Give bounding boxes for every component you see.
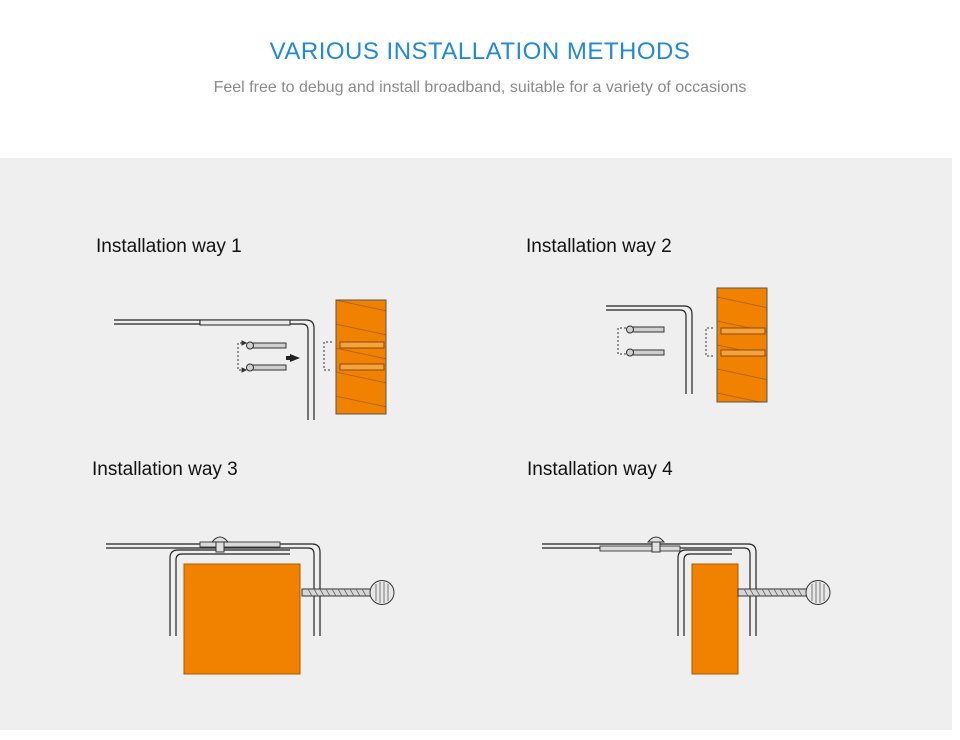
- way-3-top-screw: [210, 536, 230, 553]
- way-1-strip: [199, 319, 291, 326]
- way-2-diagram: [606, 287, 768, 403]
- way-4-side-bolt: [737, 580, 831, 605]
- way-1-screws: [246, 341, 287, 372]
- way-3-wood-block: [183, 563, 301, 675]
- way-4-top-screw: [646, 536, 666, 553]
- way-1-diagram: [114, 299, 387, 420]
- way-1-bracket-arrows: [237, 340, 248, 373]
- way-1-wall-arrows: [323, 341, 332, 371]
- way-1-label: Installation way 1: [96, 236, 242, 257]
- arrow-icon: [290, 354, 300, 362]
- way-3-label: Installation way 3: [92, 459, 238, 480]
- way-2-screws: [626, 325, 665, 357]
- way-4-wood-block: [691, 563, 739, 675]
- way-1-wall: [335, 299, 387, 415]
- page-subtitle: Feel free to debug and install broadband…: [213, 79, 747, 96]
- way-1-wall-holes: [339, 341, 385, 371]
- installation-panel: Installation way 1: [0, 158, 952, 730]
- way-2-bracket: [606, 305, 693, 394]
- way-2-label: Installation way 2: [526, 236, 672, 257]
- way-3-bracket: [106, 543, 321, 636]
- way-4-strip: [599, 545, 681, 552]
- way-2-screw-arrows: [617, 327, 626, 355]
- page-title: VARIOUS INSTALLATION METHODS: [269, 38, 691, 65]
- way-2-wall-holes: [720, 327, 766, 357]
- way-2-wall: [716, 287, 768, 403]
- way-4-diagram: [542, 536, 831, 675]
- way-3-strip: [199, 541, 281, 548]
- way-3-side-bolt: [301, 580, 395, 605]
- header: VARIOUS INSTALLATION METHODS Feel free t…: [0, 0, 960, 158]
- way-4-label: Installation way 4: [527, 459, 673, 480]
- way-4-bracket: [542, 543, 757, 636]
- way-3-diagram: [106, 536, 395, 675]
- way-2-wall-arrows: [705, 327, 713, 357]
